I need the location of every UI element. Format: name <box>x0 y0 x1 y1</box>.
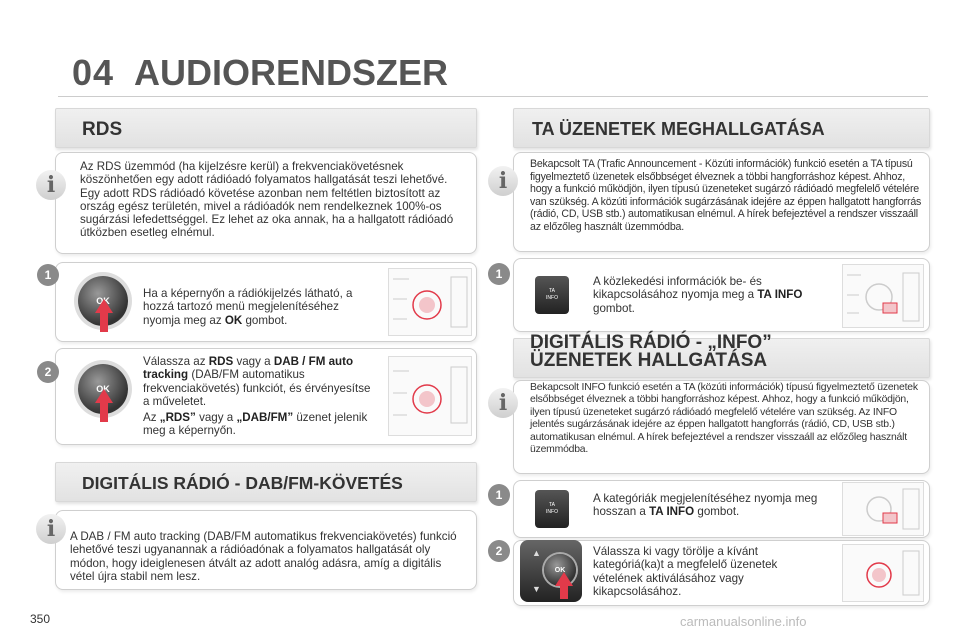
ta-heading-banner: TA ÜZENETEK MEGHALLGATÁSA <box>513 108 930 148</box>
dab-heading-banner: DIGITÁLIS RÁDIÓ - DAB/FM-KÖVETÉS <box>55 462 477 502</box>
step2-result: Az „RDS” vagy a „DAB/FM” üzenet jelenik … <box>143 411 378 438</box>
radio-panel-illustration <box>388 356 472 436</box>
step2-text-a: Válassza az <box>143 355 209 368</box>
ta-info-box <box>513 152 930 252</box>
ta-step1-text-b: TA INFO <box>757 288 803 302</box>
up-arrow-icon <box>95 299 113 313</box>
step-number: 1 <box>37 264 59 286</box>
radio-panel-drawing <box>393 276 468 328</box>
rds-step1-text: Ha a képernyőn a rádiókijelzés látható, … <box>143 287 378 327</box>
step2-text-f: Az <box>143 411 160 425</box>
info-step2-text: Válassza ki vagy törölje a kívánt kategó… <box>593 545 778 598</box>
step2-text-j: üzenet jelenik meg a képernyőn. <box>143 411 368 438</box>
ta-step1-text-a: A közlekedési információk be- és kikapcs… <box>593 275 762 302</box>
rds-heading-banner: RDS <box>55 108 477 148</box>
info-heading: DIGITÁLIS RÁDIÓ - „INFO” ÜZENETEK HALLGA… <box>530 332 772 371</box>
page-title: AUDIORENDSZER <box>134 52 449 93</box>
info-info-text: Bekapcsolt INFO funkció esetén a TA (köz… <box>530 382 918 456</box>
radio-panel-illustration <box>842 482 924 536</box>
ta-btn-line1: TA <box>548 288 555 294</box>
navigation-control-illustration: ▲ ▼ OK <box>520 540 582 602</box>
info-heading-line1: DIGITÁLIS RÁDIÓ - „INFO” <box>530 332 772 353</box>
rds-info-text: Az RDS üzemmód (ha kijelzésre kerül) a f… <box>80 160 454 240</box>
step-number: 1 <box>488 263 510 285</box>
info-step1-text-a: A kategóriák megjelenítéséhez nyomja meg… <box>593 492 818 519</box>
info-icon: i <box>36 514 66 544</box>
rds-step2-text: Válassza az RDS vagy a DAB / FM auto tra… <box>143 355 378 438</box>
radio-panel-illustration <box>842 544 924 602</box>
info-heading-banner <box>513 338 930 378</box>
step2-text-b: RDS <box>208 355 234 368</box>
radio-panel-drawing <box>866 550 920 596</box>
ta-btn-line1: TA <box>548 502 555 508</box>
step2-text-i: „DAB/FM” <box>236 411 294 425</box>
info-step1-text-b: TA INFO <box>649 505 695 519</box>
radio-panel-drawing <box>866 488 920 530</box>
up-arrow-icon <box>95 389 113 403</box>
radio-panel-drawing <box>393 366 468 424</box>
info-icon: i <box>488 166 518 196</box>
dab-info-box <box>55 510 477 590</box>
up-arrow-icon <box>555 572 573 586</box>
radio-panel-illustration <box>842 264 924 328</box>
info-step1-text-c: gombot. <box>694 505 740 519</box>
step1-text-a: Ha a képernyőn a rádiókijelzés látható, … <box>143 287 353 327</box>
ta-step1-text: A közlekedési információk be- és kikapcs… <box>593 275 803 315</box>
info-info-box <box>513 380 930 474</box>
step1-text-b: OK <box>224 313 243 327</box>
rds-heading: RDS <box>82 119 123 140</box>
info-step1-text: A kategóriák megjelenítéséhez nyomja meg… <box>593 492 823 519</box>
chapter-number: 04 <box>72 52 115 93</box>
arrow-shaft <box>100 312 108 332</box>
rds-info-box <box>55 152 477 254</box>
ta-btn-line2: INFO <box>546 295 558 301</box>
step-number: 2 <box>488 540 510 562</box>
ta-heading: TA ÜZENETEK MEGHALLGATÁSA <box>532 119 825 139</box>
dab-heading: DIGITÁLIS RÁDIÓ - DAB/FM-KÖVETÉS <box>82 473 403 493</box>
up-triangle-icon: ▲ <box>532 548 541 558</box>
info-icon: i <box>36 170 66 200</box>
ta-step1-text-c: gombot. <box>593 301 635 315</box>
arrow-shaft <box>560 585 568 599</box>
title-divider <box>58 96 928 97</box>
step2-text-h: vagy a <box>195 411 237 425</box>
radio-panel-drawing <box>847 272 920 322</box>
step2-text-c: vagy a <box>233 355 274 368</box>
step2-text-e: (DAB/FM automatikus frekvenciakövetés) f… <box>143 368 371 408</box>
ta-info-text: Bekapcsolt TA (Trafic Announcement - Köz… <box>530 158 922 233</box>
dab-info-text: A DAB / FM auto tracking (DAB/FM automat… <box>70 530 457 583</box>
page-number: 350 <box>30 612 51 626</box>
arrow-shaft <box>100 402 108 422</box>
step2-text-g: „RDS” <box>159 411 196 425</box>
radio-panel-illustration <box>388 268 472 336</box>
step1-text-c: gombot. <box>242 313 288 327</box>
step-number: 1 <box>488 484 510 506</box>
step2-text-d: DAB / FM auto tracking <box>143 355 354 382</box>
down-triangle-icon: ▼ <box>532 584 541 594</box>
watermark: carmanualsonline.info <box>680 614 807 629</box>
info-heading-line2: ÜZENETEK HALLGATÁSA <box>530 350 768 371</box>
ta-btn-line2: INFO <box>546 509 558 515</box>
step-number: 2 <box>37 361 59 383</box>
info-icon: i <box>488 388 518 418</box>
